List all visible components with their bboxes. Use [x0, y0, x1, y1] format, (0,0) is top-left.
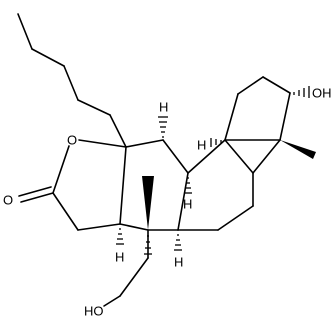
- bond: [103, 295, 121, 307]
- bond: [109, 114, 127, 148]
- stereo-wedges: [142, 140, 316, 230]
- bond: [162, 139, 189, 174]
- ring-d: [224, 76, 291, 174]
- stereo-hashes: [116, 86, 310, 255]
- methyl-wedge: [142, 176, 154, 230]
- bond: [119, 257, 149, 297]
- bond: [77, 99, 111, 116]
- ring-b: [119, 139, 189, 231]
- hydroxyethyl-chain: [103, 229, 149, 307]
- carbonyl-bond: [20, 192, 54, 203]
- hydrogen-label: H: [115, 249, 124, 264]
- carbonyl-bond: [18, 186, 52, 197]
- pentyl-chain: [17, 13, 127, 148]
- bond: [31, 48, 65, 67]
- bond: [217, 205, 254, 231]
- bond: [119, 146, 127, 225]
- hydroxyl-label: OH: [312, 85, 332, 100]
- lactone-ring: [18, 139, 127, 231]
- methyl-wedge: [280, 140, 316, 159]
- hydrogen-label: H: [174, 254, 183, 269]
- bond: [119, 223, 149, 231]
- bond: [52, 192, 79, 231]
- bond: [77, 223, 121, 231]
- bond: [63, 65, 79, 101]
- bond: [125, 139, 164, 148]
- bond: [252, 139, 281, 174]
- bond: [262, 76, 291, 94]
- bond: [17, 13, 33, 50]
- hydroxyl-label: HO: [84, 303, 104, 318]
- hydrogen-label: H: [159, 99, 168, 114]
- bond: [279, 92, 291, 141]
- bond: [224, 93, 239, 141]
- bond: [52, 145, 70, 194]
- hydrogen-label: H: [183, 196, 192, 211]
- ring-oxygen-label: O: [67, 132, 77, 147]
- bond: [187, 139, 226, 174]
- carbonyl-oxygen-label: O: [3, 192, 13, 207]
- ring-c: [177, 139, 254, 231]
- bond: [237, 76, 264, 95]
- hydrogen-label: H: [197, 137, 206, 152]
- bond: [224, 139, 254, 174]
- atom-labels: O O OH HO H H H H H: [3, 85, 332, 318]
- bond: [78, 139, 127, 148]
